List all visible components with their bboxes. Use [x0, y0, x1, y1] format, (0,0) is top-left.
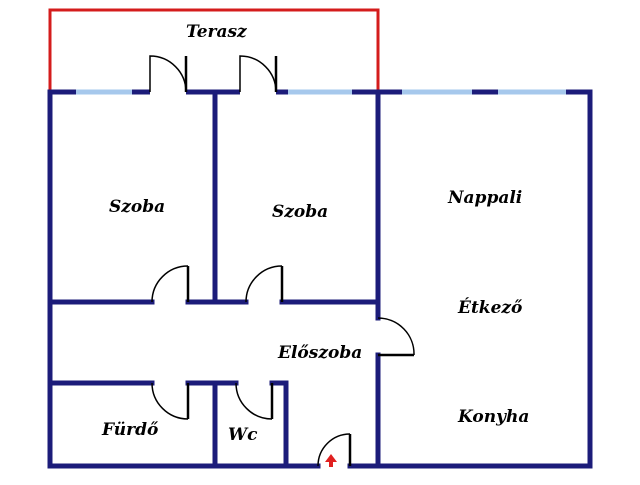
label-bath: Fürdő [102, 420, 159, 440]
label-wc: Wc [228, 425, 258, 445]
terrace-outline [48, 8, 380, 92]
label-hall: Előszoba [278, 343, 363, 363]
door-bath [151, 382, 189, 420]
door-room-left [151, 265, 189, 303]
doors [149, 55, 415, 467]
label-room-middle: Szoba [272, 202, 329, 222]
door-living [377, 317, 415, 356]
label-dining: Étkező [458, 298, 523, 318]
label-kitchen: Konyha [458, 407, 530, 427]
walls [47, 89, 593, 469]
door-terrace-left [149, 55, 187, 93]
label-living: Nappali [448, 188, 523, 208]
label-room-left: Szoba [109, 197, 166, 217]
door-room-middle [245, 265, 283, 303]
door-terrace-middle [239, 55, 277, 93]
up-arrow-icon [325, 454, 337, 467]
door-wc [235, 382, 273, 420]
door-entrance [317, 433, 351, 467]
label-terrace: Terasz [186, 22, 247, 42]
